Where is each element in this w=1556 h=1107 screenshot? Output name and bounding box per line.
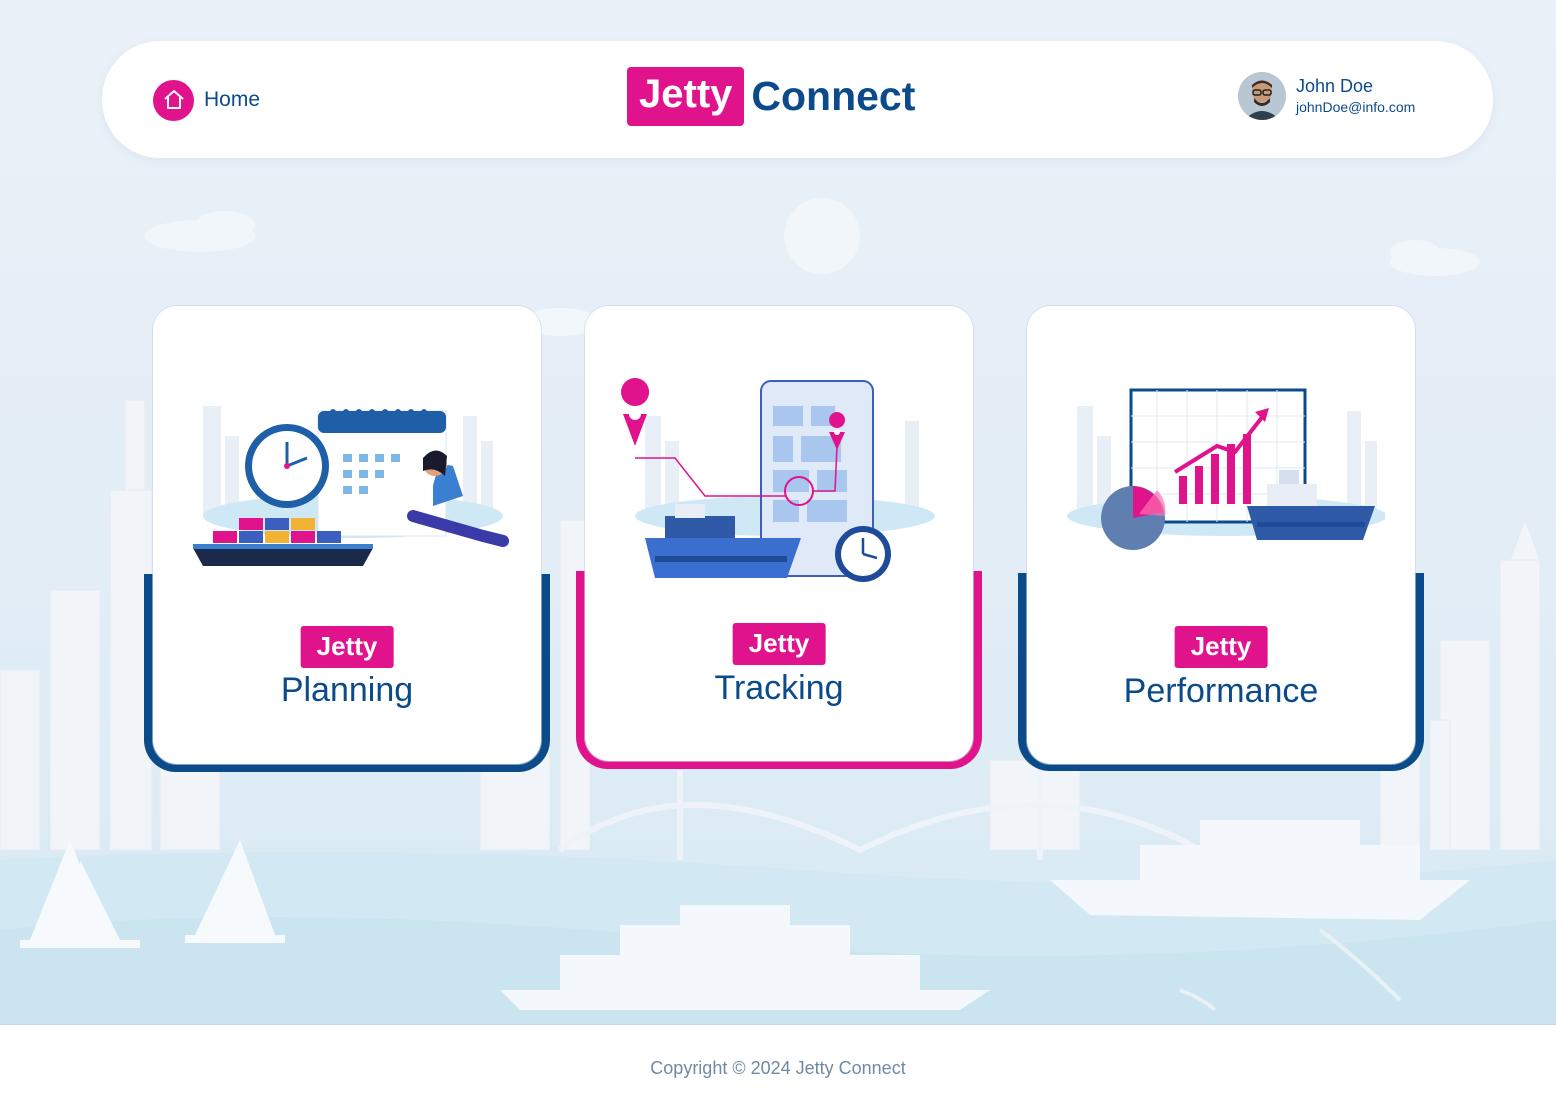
performance-illustration: [1067, 388, 1385, 550]
avatar: [1238, 72, 1286, 120]
home-label: Home: [204, 88, 261, 111]
app-logo: Jetty Connect: [627, 67, 915, 126]
page-footer: Copyright © 2024 Jetty Connect: [0, 1024, 1556, 1107]
card-title-performance: Performance: [1123, 672, 1319, 710]
user-details: John Doe johnDoe@info.com: [1296, 76, 1415, 116]
tracking-illustration: [621, 378, 935, 582]
card-tag-planning: Jetty: [300, 626, 394, 668]
logo-connect: Connect: [751, 73, 916, 119]
card-tag-tracking: Jetty: [732, 623, 826, 665]
card-title-tracking: Tracking: [714, 669, 844, 707]
card-jetty-planning[interactable]: Jetty Planning: [153, 306, 541, 764]
home-link[interactable]: Home: [153, 79, 260, 121]
card-jetty-tracking[interactable]: Jetty Tracking: [585, 306, 973, 761]
copyright-text: Copyright © 2024 Jetty Connect: [650, 1058, 906, 1078]
card-tag-performance: Jetty: [1174, 626, 1268, 668]
card-title-planning: Planning: [280, 671, 414, 709]
planning-illustration: [193, 406, 509, 566]
card-jetty-performance[interactable]: Jetty Performance: [1027, 306, 1415, 764]
logo-jetty: Jetty: [627, 67, 745, 126]
user-name: John Doe: [1296, 76, 1374, 96]
home-icon: [153, 79, 194, 121]
top-header-bar: Home Jetty Connect John Doe johnDoe@info…: [102, 41, 1493, 158]
user-profile[interactable]: John Doe johnDoe@info.com: [1238, 72, 1415, 120]
user-email: johnDoe@info.com: [1296, 99, 1416, 115]
